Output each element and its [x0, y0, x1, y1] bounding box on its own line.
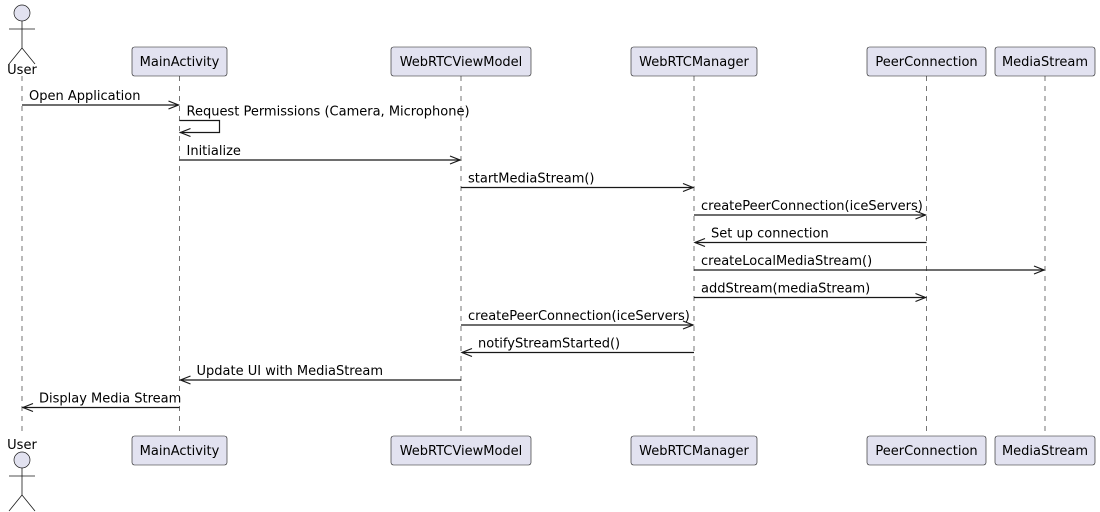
arrowhead-icon	[449, 155, 462, 165]
actor-head-icon	[13, 451, 31, 469]
participant-label: MainActivity	[140, 55, 220, 70]
message-label: addStream(mediaStream)	[701, 282, 870, 297]
participant-label: WebRTCViewModel	[400, 55, 523, 70]
participant-box	[630, 435, 758, 466]
participant-box	[131, 46, 228, 77]
arrowhead-icon	[1033, 265, 1046, 275]
participant-top-main: MainActivity	[131, 46, 228, 77]
arrowhead-icon	[21, 402, 34, 413]
participant-box	[866, 46, 987, 77]
actor-head-icon	[13, 4, 31, 22]
participant-bottom-mgr: WebRTCManager	[630, 435, 758, 466]
actor-leg-right-icon	[21, 47, 36, 65]
arrowhead-icon	[915, 210, 928, 220]
participant-box	[866, 435, 987, 466]
message-label: createLocalMediaStream()	[701, 254, 872, 269]
message-12: Display Media Stream	[21, 392, 181, 413]
arrowhead-icon	[178, 127, 191, 138]
arrowhead-icon	[178, 375, 191, 385]
message-2: Request Permissions (Camera, Microphone)	[178, 105, 470, 138]
participant-top-mgr: WebRTCManager	[630, 46, 758, 77]
message-4: startMediaStream()	[461, 172, 695, 193]
actor-leg-right-icon	[21, 494, 36, 512]
participant-box	[390, 435, 532, 466]
arrowhead-icon	[915, 292, 928, 303]
arrowhead-icon	[682, 320, 695, 330]
arrowhead-icon	[682, 182, 695, 193]
actor-leg-left-icon	[8, 47, 23, 65]
message-1: Open Application	[22, 89, 181, 110]
actor-label: User	[7, 63, 37, 78]
message-label: Request Permissions (Camera, Microphone)	[187, 105, 470, 120]
participant-label: MediaStream	[1002, 55, 1088, 70]
participant-box	[994, 46, 1096, 77]
participant-bottom-ms: MediaStream	[994, 435, 1096, 466]
message-line	[179, 119, 221, 134]
arrowhead-icon	[693, 237, 706, 248]
participants-bottom: User MainActivity WebRTCViewModel WebRTCMan…	[7, 435, 1096, 512]
participant-box	[390, 46, 532, 77]
participant-label: MediaStream	[1002, 444, 1088, 459]
participant-top-vm: WebRTCViewModel	[390, 46, 532, 77]
participant-label: MainActivity	[140, 444, 220, 459]
message-label: createPeerConnection(iceServers)	[468, 309, 690, 324]
actor-bottom-user: User	[7, 438, 37, 512]
actor-label: User	[7, 438, 37, 453]
actor-leg-left-icon	[8, 494, 23, 512]
actor-top-user: User	[7, 4, 37, 78]
message-9: createPeerConnection(iceServers)	[461, 309, 695, 330]
participant-label: WebRTCManager	[639, 444, 749, 459]
participant-label: PeerConnection	[875, 444, 977, 459]
message-8: addStream(mediaStream)	[694, 282, 928, 303]
message-label: startMediaStream()	[468, 172, 595, 187]
participant-box	[131, 435, 228, 466]
message-11: Update UI with MediaStream	[178, 364, 461, 385]
participant-box	[630, 46, 758, 77]
participant-label: PeerConnection	[875, 55, 977, 70]
participant-top-pc: PeerConnection	[866, 46, 987, 77]
message-label: createPeerConnection(iceServers)	[701, 199, 923, 214]
message-3: Initialize	[179, 144, 462, 165]
participant-label: WebRTCManager	[639, 55, 749, 70]
arrowhead-icon	[168, 100, 181, 110]
participant-top-ms: MediaStream	[994, 46, 1096, 77]
participant-bottom-vm: WebRTCViewModel	[390, 435, 532, 466]
message-label: Set up connection	[711, 227, 829, 242]
lifelines	[21, 76, 1046, 436]
message-6: Set up connection	[693, 227, 927, 248]
message-10: notifyStreamStarted()	[460, 337, 694, 358]
participants-top: User MainActivity WebRTCViewModel WebRTCMan…	[7, 4, 1096, 78]
arrowhead-icon	[460, 347, 473, 358]
participant-label: WebRTCViewModel	[400, 444, 523, 459]
participant-bottom-pc: PeerConnection	[866, 435, 987, 466]
message-5: createPeerConnection(iceServers)	[694, 199, 928, 220]
message-label: Open Application	[29, 89, 141, 104]
message-label: Update UI with MediaStream	[197, 364, 384, 379]
participant-box	[994, 435, 1096, 466]
participant-bottom-main: MainActivity	[131, 435, 228, 466]
message-label: notifyStreamStarted()	[478, 337, 620, 352]
message-7: createLocalMediaStream()	[694, 254, 1046, 275]
message-label: Initialize	[187, 144, 241, 159]
message-label: Display Media Stream	[39, 392, 181, 407]
